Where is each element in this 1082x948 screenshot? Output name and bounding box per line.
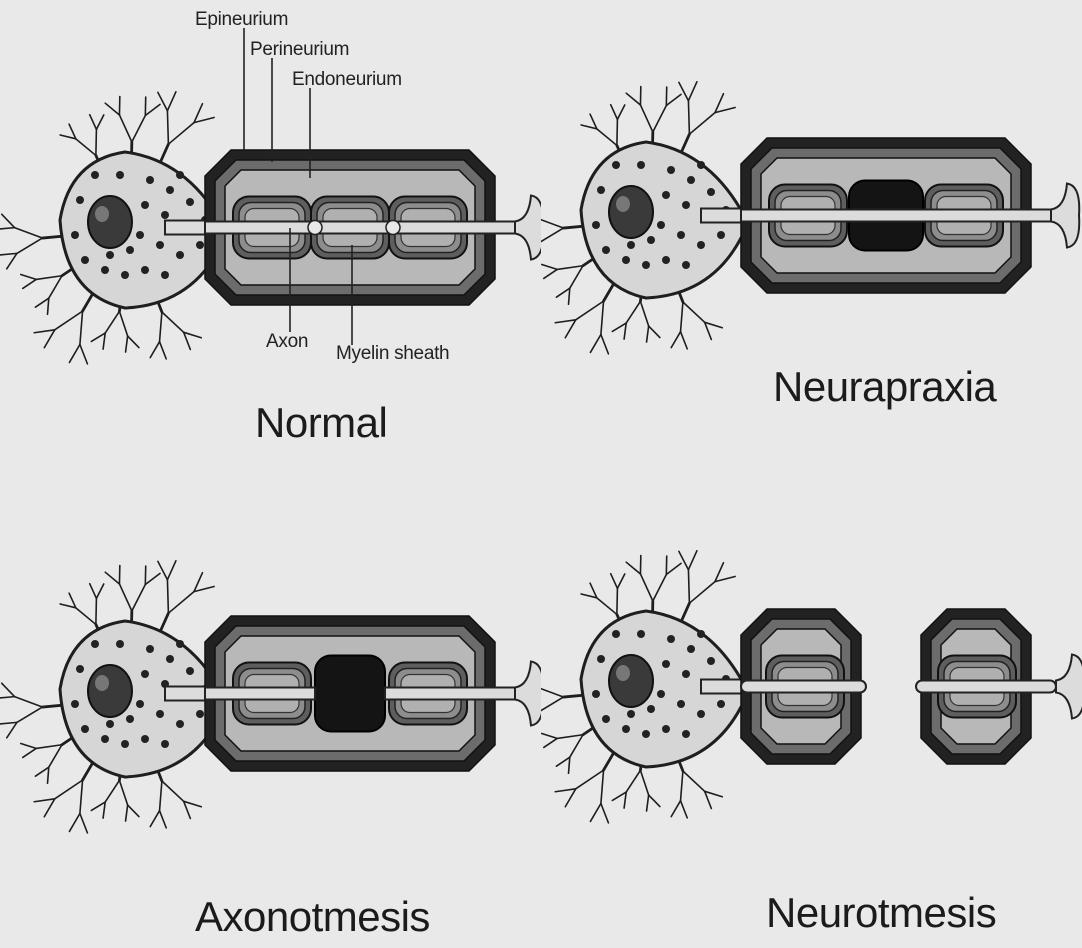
nucleolus: [95, 675, 109, 691]
axon-hillock: [165, 687, 207, 701]
panel-neurotmesis: Neurotmesis: [541, 474, 1082, 948]
lesion: [315, 656, 385, 732]
axon-proximal: [205, 688, 315, 700]
nerve-fiber: [701, 609, 1082, 764]
nucleus: [609, 655, 653, 707]
axon-terminal: [515, 662, 541, 726]
axon-distal: [385, 688, 515, 700]
axon-distal: [916, 681, 1056, 693]
label-perineurium: Perineurium: [250, 40, 349, 59]
panel-normal: Epineurium Perineurium Endoneurium Axon …: [0, 0, 541, 474]
nerve-fiber: [165, 150, 541, 305]
nucleolus: [616, 665, 630, 681]
axon-terminal: [1051, 184, 1079, 248]
nerve-fiber: [165, 616, 541, 771]
axon-hillock: [165, 221, 207, 235]
axon-proximal: [741, 681, 866, 693]
axon: [741, 210, 1051, 222]
nucleus: [88, 196, 132, 248]
nucleolus: [95, 206, 109, 222]
axon-hillock: [701, 680, 743, 694]
node-of-ranvier: [386, 221, 400, 235]
neurotmesis-nerve-illustration: [541, 474, 1082, 948]
axon: [205, 222, 515, 234]
panel-neurapraxia: Neurapraxia: [541, 0, 1082, 474]
caption-neurotmesis: Neurotmesis: [766, 892, 996, 934]
axon-terminal: [1056, 655, 1082, 719]
axon-hillock: [701, 209, 743, 223]
axonotmesis-nerve-illustration: [0, 474, 541, 948]
label-myelin-sheath: Myelin sheath: [336, 344, 449, 363]
caption-normal: Normal: [255, 402, 387, 444]
label-endoneurium: Endoneurium: [292, 70, 402, 89]
node-of-ranvier: [308, 221, 322, 235]
panel-axonotmesis: Axonotmesis: [0, 474, 541, 948]
label-epineurium: Epineurium: [195, 10, 288, 29]
nerve-fiber: [701, 138, 1079, 293]
label-axon: Axon: [266, 332, 308, 351]
axon-terminal: [515, 196, 541, 260]
nucleolus: [616, 196, 630, 212]
nucleus: [609, 186, 653, 238]
caption-axonotmesis: Axonotmesis: [195, 896, 430, 938]
nucleus: [88, 665, 132, 717]
caption-neurapraxia: Neurapraxia: [773, 366, 996, 408]
